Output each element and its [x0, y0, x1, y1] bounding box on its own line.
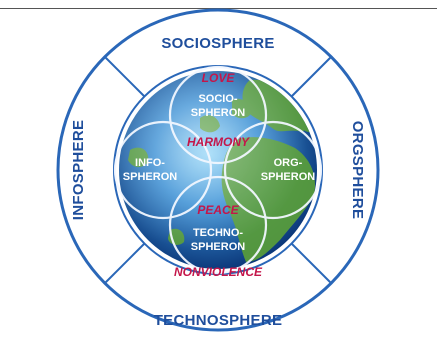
info-spheron-line2: SPHERON [123, 171, 177, 183]
peace-label: PEACE [197, 203, 239, 217]
orgsphere-label: ORGSPHERE [349, 121, 366, 220]
spheron-circles [113, 65, 323, 275]
techno-spheron-line2: SPHERON [191, 241, 245, 253]
nonviolence-label: NONVIOLENCE [174, 265, 263, 279]
socio-spheron-circle [168, 65, 268, 165]
techno-spheron-line1: TECHNO- [193, 227, 243, 239]
org-spheron-line1: ORG- [274, 157, 303, 169]
info-spheron-circle [113, 120, 213, 220]
infosphere-label: INFOSPHERE [70, 120, 87, 221]
socio-spheron-line2: SPHERON [191, 107, 245, 119]
socio-spheron-line1: SOCIO- [198, 93, 237, 105]
top-divider [0, 8, 437, 9]
sociosphere-label: SOCIOSPHERE [161, 35, 274, 52]
harmony-label: HARMONY [187, 135, 250, 149]
technosphere-label: TECHNOSPHERE [154, 312, 283, 329]
sector-dividers [104, 56, 332, 284]
techno-spheron-circle [168, 175, 268, 275]
org-spheron-line2: SPHERON [261, 171, 315, 183]
earth-globe [119, 71, 317, 269]
love-label: LOVE [202, 71, 236, 85]
org-spheron-circle [223, 120, 323, 220]
info-spheron-line1: INFO- [135, 157, 165, 169]
